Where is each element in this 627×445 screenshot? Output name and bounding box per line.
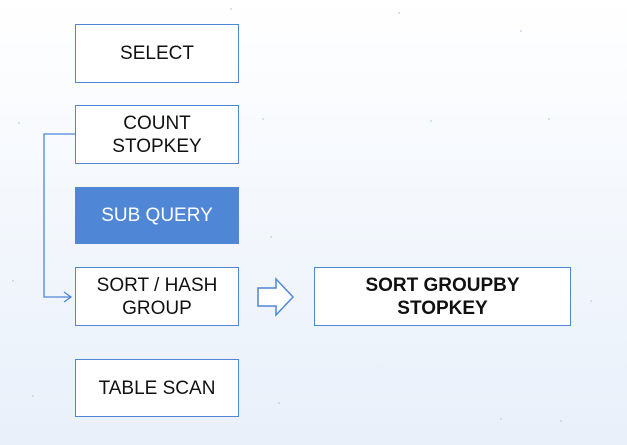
sub-query-label: SUB QUERY (101, 205, 213, 226)
count-stopkey-node: COUNT STOPKEY (75, 105, 239, 164)
sort-hash-group-label-line-1: SORT / HASH (96, 274, 218, 296)
count-stopkey-label-line-1: COUNT (123, 112, 191, 134)
sort-hash-group-node: SORT / HASH GROUP (75, 267, 239, 326)
sort-groupby-stopkey-label-line-2: STOPKEY (397, 297, 488, 319)
select-node-label: SELECT (120, 43, 194, 64)
sort-hash-group-label-line-2: GROUP (122, 297, 192, 319)
sub-query-node: SUB QUERY (75, 187, 239, 244)
sort-groupby-stopkey-label-line-1: SORT GROUPBY (365, 274, 520, 296)
stopkey-connector-arrowhead (63, 291, 73, 303)
transform-arrow-icon (257, 277, 295, 317)
stopkey-connector-line (43, 133, 75, 298)
table-scan-node: TABLE SCAN (75, 359, 239, 417)
table-scan-label: TABLE SCAN (98, 377, 216, 399)
select-node: SELECT (75, 24, 239, 83)
sort-groupby-stopkey-node: SORT GROUPBY STOPKEY (314, 267, 571, 326)
count-stopkey-label-line-2: STOPKEY (112, 135, 202, 157)
